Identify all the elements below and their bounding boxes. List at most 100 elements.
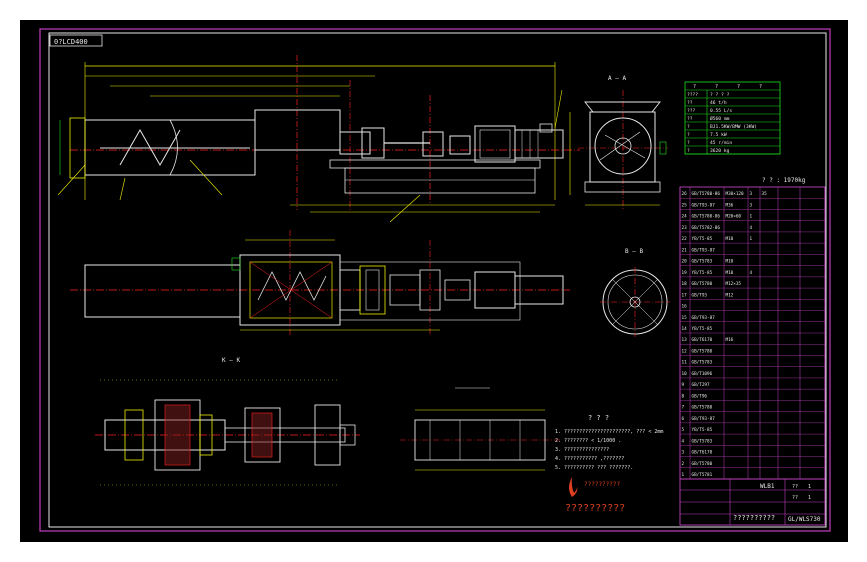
parts-cell: M12 xyxy=(726,292,734,298)
spec-label: ??? xyxy=(687,108,696,114)
company-name: ?????????? xyxy=(565,503,625,514)
parts-cell: GB/T93-87 xyxy=(692,416,716,422)
parts-cell: M10 xyxy=(726,259,734,265)
parts-cell: 35 xyxy=(762,191,768,197)
parts-cell: GB/T5780 xyxy=(692,348,713,354)
spec-label: ? xyxy=(687,124,690,130)
parts-cell: GB/T1096 xyxy=(692,371,713,377)
spec-value: 0.55 L/s xyxy=(710,108,732,114)
plan-view xyxy=(70,230,570,335)
parts-cell: GB/T96 xyxy=(692,393,708,399)
parts-cell: M12×35 xyxy=(726,281,742,287)
spec-label: ?? xyxy=(687,100,693,106)
section-kk-label: K — K xyxy=(222,357,240,364)
spec-value: ? ? ? ? xyxy=(710,92,730,98)
parts-cell: M10 xyxy=(726,236,734,242)
scale-note: ? ? : 1970kg xyxy=(762,177,806,184)
parts-cell: 19 xyxy=(682,270,688,276)
spec-value: BJ1.5KW/BMW (3KW) xyxy=(710,124,757,130)
outer-frame xyxy=(39,28,831,532)
parts-cell: YB/T5-85 xyxy=(692,427,713,433)
parts-cell: 3 xyxy=(682,450,685,456)
spec-value: Ø560 mm xyxy=(710,115,730,122)
elevation-view xyxy=(57,55,580,223)
parts-cell: 3 xyxy=(750,191,753,197)
parts-cell: 7 xyxy=(682,405,685,411)
note-line: 5. ?????????? ??? ???????. xyxy=(555,465,633,471)
spec-table: ????????? ? ? ???46 t/h???0.55 L/s??Ø560… xyxy=(684,81,781,155)
parts-cell: 11 xyxy=(682,360,688,366)
parts-cell: 1 xyxy=(750,236,753,242)
sheet-field: 1 xyxy=(808,484,811,490)
parts-cell: 1 xyxy=(682,472,685,478)
spec-label: ???? xyxy=(687,92,698,98)
note-line: 3. ??????????????? xyxy=(555,447,609,453)
flame-icon xyxy=(569,477,578,497)
sheet-field: ?? xyxy=(792,484,798,490)
parts-cell: GB/T6170 xyxy=(692,337,713,343)
top-left-tag: 0?LCD400 xyxy=(54,38,88,46)
title-block: WLB1 ?? 1 ?? 1 ?????????? GL/WLS730 xyxy=(679,478,826,526)
parts-cell: 26 xyxy=(682,191,688,197)
parts-cell: M36 xyxy=(726,202,734,208)
parts-cell: 4 xyxy=(682,438,685,444)
parts-cell: 17 xyxy=(682,292,688,298)
spec-value: 7.5 kW xyxy=(710,132,727,138)
parts-cell: 20 xyxy=(682,259,688,265)
drawing-number: GL/WLS730 xyxy=(788,516,821,523)
inner-frame xyxy=(48,32,827,528)
spec-value: 3620 kg xyxy=(710,148,730,154)
parts-cell: GB/T5780 xyxy=(692,405,713,411)
parts-cell: GB/T5782-86 xyxy=(692,225,721,231)
parts-cell: 23 xyxy=(682,225,688,231)
parts-cell: GB/T6170 xyxy=(692,450,713,456)
spec-header-cell: ? xyxy=(737,84,740,90)
section-kk: K — K xyxy=(95,357,360,486)
spec-label: ?? xyxy=(687,116,693,122)
notes-title: ? ? ? xyxy=(588,414,609,422)
parts-cell: 4 xyxy=(750,225,753,231)
spec-header-cell: ? xyxy=(715,84,718,90)
weight-label: WLB1 xyxy=(760,483,775,490)
parts-cell: M10 xyxy=(726,270,734,276)
spec-value: 45 r/min xyxy=(710,140,732,146)
parts-cell: GB/T5780-86 xyxy=(692,214,721,220)
sheet-background xyxy=(20,20,848,542)
parts-cell: 2 xyxy=(682,461,685,467)
parts-cell: GB/T93 xyxy=(692,292,708,298)
parts-cell: GB/T5783 xyxy=(692,438,713,444)
spec-label: ? xyxy=(687,140,690,146)
note-line: 4. ??????????? ,??????? xyxy=(555,456,624,462)
sheet-field: 1 xyxy=(808,495,811,501)
parts-cell: GB/T93-87 xyxy=(692,202,716,208)
parts-cell: GB/T93-87 xyxy=(692,315,716,321)
sheet-field: ?? xyxy=(792,495,798,501)
parts-cell: GB/T297 xyxy=(692,382,711,388)
parts-cell: 14 xyxy=(682,326,688,332)
parts-cell: M30×120 xyxy=(726,191,745,197)
spec-label: ? xyxy=(687,148,690,154)
parts-cell: GB/T5780 xyxy=(692,281,713,287)
parts-cell: GB/T5783 xyxy=(692,360,713,366)
parts-cell: 22 xyxy=(682,236,688,242)
spec-header-cell: ? xyxy=(759,84,762,90)
parts-cell: GB/T5780 xyxy=(692,461,713,467)
section-aa-label: A — A xyxy=(608,75,626,82)
section-aa: A — A xyxy=(569,75,668,210)
parts-cell: 12 xyxy=(682,348,688,354)
parts-cell: 15 xyxy=(682,315,688,321)
parts-cell: 16 xyxy=(682,304,688,310)
parts-cell: 3 xyxy=(750,202,753,208)
parts-cell: 24 xyxy=(682,214,688,220)
section-bb-label: B — B xyxy=(625,248,643,255)
section-bb: B — B xyxy=(600,248,670,337)
technical-notes: ? ? ? 1. ??????????????????????, ??? < 2… xyxy=(555,414,663,471)
spec-header-cell: ? xyxy=(693,84,696,90)
title-block-label: ?????????? xyxy=(733,514,775,522)
parts-cell: YB/T5-85 xyxy=(692,270,713,276)
parts-cell: 8 xyxy=(682,393,685,399)
note-line: 1. ??????????????????????, ??? < 2mm xyxy=(555,429,663,435)
parts-cell: GB/T93-87 xyxy=(692,247,716,253)
